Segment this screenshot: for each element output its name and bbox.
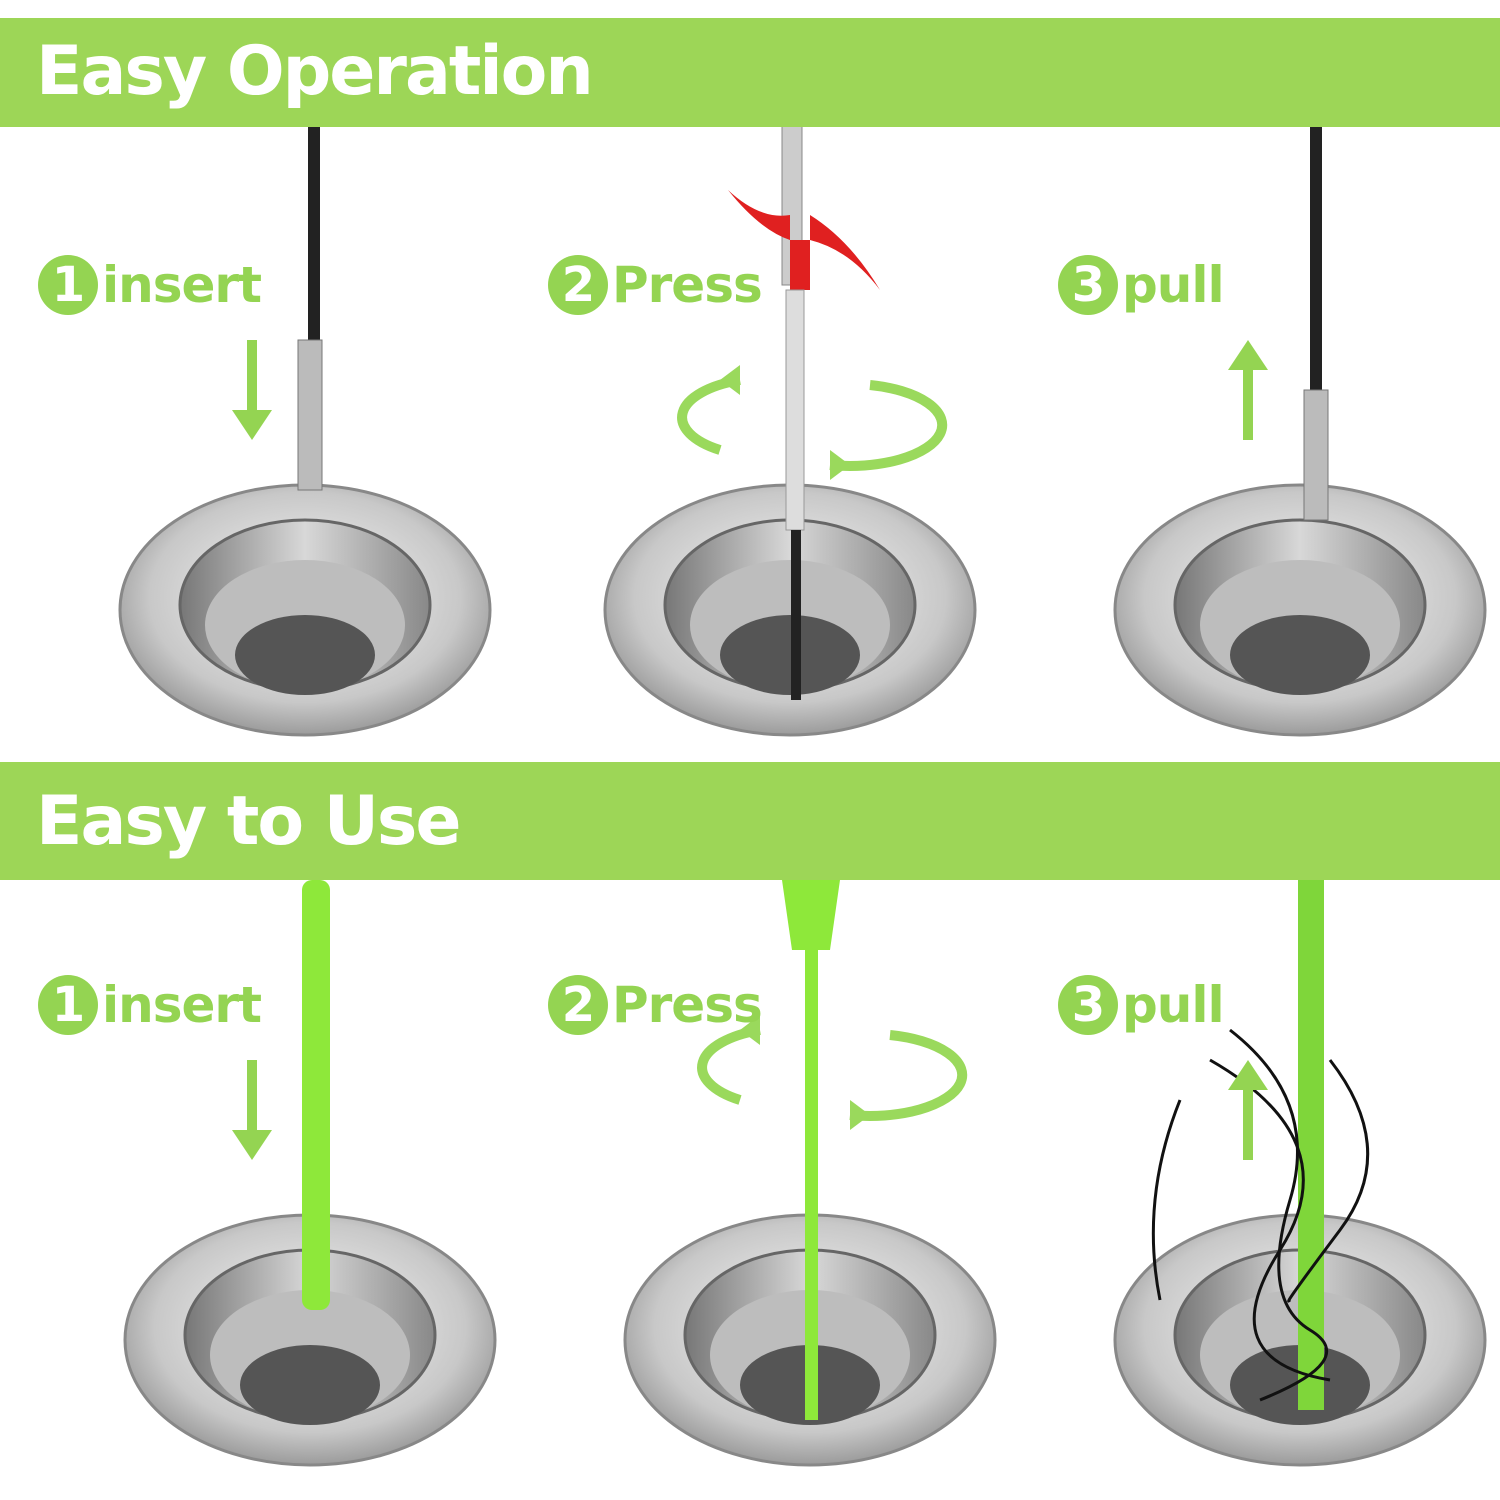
step-number: 2 (548, 975, 608, 1035)
drain-3 (1113, 483, 1487, 737)
step-label: Press (612, 976, 763, 1034)
drain-1 (118, 483, 492, 737)
banner-easy-to-use: Easy to Use (0, 762, 1500, 880)
red-handle (728, 190, 880, 290)
step-number: 1 (38, 255, 98, 315)
step-number: 2 (548, 255, 608, 315)
step-number: 3 (1058, 255, 1118, 315)
step-label: Press (612, 256, 763, 314)
step-label: insert (102, 976, 262, 1034)
green-tool (302, 880, 330, 1310)
step-number: 1 (38, 975, 98, 1035)
section-title: Easy to Use (36, 782, 462, 861)
claw-head (297, 339, 323, 491)
step-label: pull (1122, 256, 1225, 314)
section-title: Easy Operation (36, 32, 594, 111)
hair-clump (1151, 1028, 1370, 1402)
banner-easy-operation: Easy Operation (0, 18, 1500, 127)
cable (308, 125, 320, 345)
step-label: pull (1122, 976, 1225, 1034)
step-number: 3 (1058, 975, 1118, 1035)
step-label: insert (102, 256, 262, 314)
